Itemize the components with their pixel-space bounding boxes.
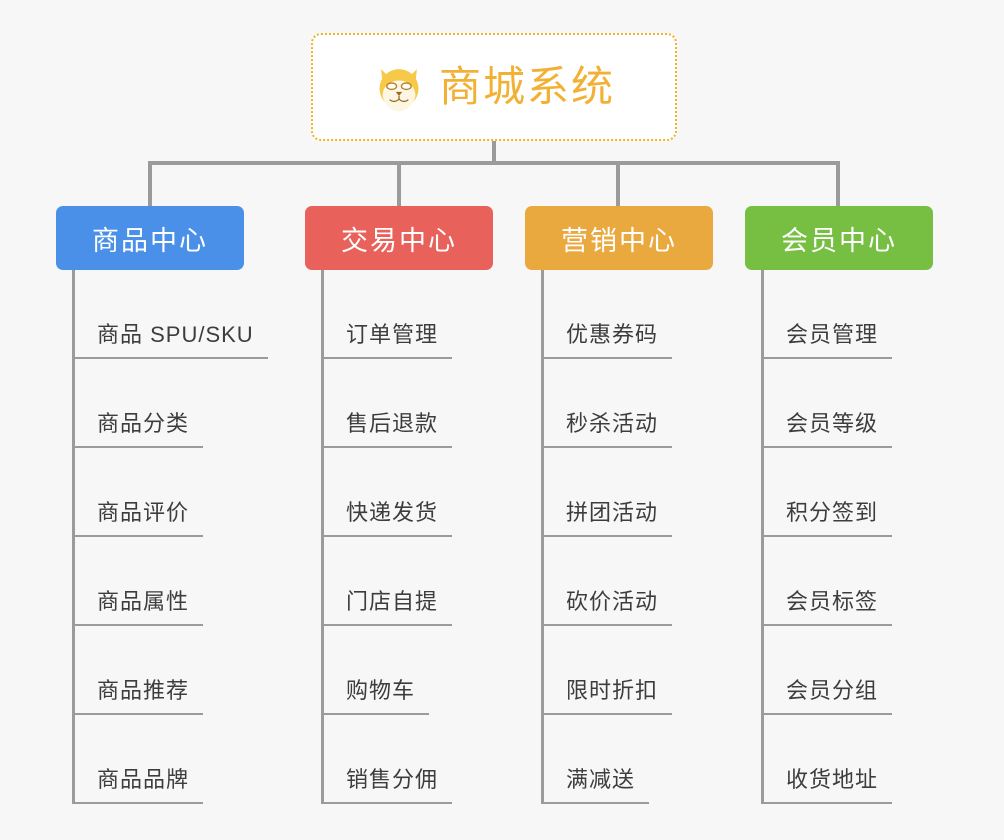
list-item[interactable]: 商品品牌 [72, 715, 244, 804]
list-item-label: 商品属性 [97, 589, 190, 614]
list-item-label: 满减送 [566, 767, 636, 792]
list-item-label: 购物车 [346, 678, 416, 703]
list-item[interactable]: 商品评价 [72, 448, 244, 537]
list-item-label: 商品评价 [97, 500, 190, 525]
list-item-label: 商品品牌 [97, 767, 190, 792]
list-item[interactable]: 商品属性 [72, 537, 244, 626]
category-header-marketing[interactable]: 营销中心 [525, 206, 713, 270]
category-column-product: 商品中心 商品 SPU/SKU 商品分类 商品评价 商品属性 商品推荐 商品品牌 [56, 206, 268, 804]
leaf-list-member: 会员管理 会员等级 积分签到 会员标签 会员分组 收货地址 [761, 270, 933, 804]
list-item-label: 积分签到 [786, 500, 879, 525]
list-item[interactable]: 会员标签 [761, 537, 933, 626]
root-node[interactable]: 商城系统 [311, 33, 677, 141]
list-item-label: 优惠券码 [566, 322, 659, 347]
category-header-label: 会员中心 [781, 225, 897, 256]
column-spine [541, 270, 544, 804]
category-column-member: 会员中心 会员管理 会员等级 积分签到 会员标签 会员分组 收货地址 [745, 206, 933, 804]
list-item[interactable]: 商品 SPU/SKU [72, 270, 268, 359]
list-item-label: 订单管理 [346, 322, 439, 347]
connector-drop-3 [616, 161, 620, 206]
list-item[interactable]: 会员分组 [761, 626, 933, 715]
list-item[interactable]: 拼团活动 [541, 448, 713, 537]
list-item[interactable]: 快递发货 [321, 448, 493, 537]
column-spine [72, 270, 75, 804]
connector-drop-1 [148, 161, 152, 206]
list-item[interactable]: 积分签到 [761, 448, 933, 537]
connector-bus [148, 161, 840, 165]
leaf-list-trade: 订单管理 售后退款 快递发货 门店自提 购物车 销售分佣 [321, 270, 493, 804]
list-item-label: 快递发货 [346, 500, 439, 525]
list-item[interactable]: 商品分类 [72, 359, 244, 448]
list-item[interactable]: 购物车 [321, 626, 493, 715]
category-header-trade[interactable]: 交易中心 [305, 206, 493, 270]
list-item[interactable]: 秒杀活动 [541, 359, 713, 448]
list-item[interactable]: 售后退款 [321, 359, 493, 448]
category-header-label: 交易中心 [341, 225, 457, 256]
connector-drop-4 [836, 161, 840, 206]
connector-root-stem [492, 141, 496, 165]
list-item[interactable]: 会员管理 [761, 270, 933, 359]
list-item-label: 拼团活动 [566, 500, 659, 525]
list-item-label: 限时折扣 [566, 678, 659, 703]
list-item-label: 门店自提 [346, 589, 439, 614]
list-item[interactable]: 商品推荐 [72, 626, 244, 715]
leaf-list-product: 商品 SPU/SKU 商品分类 商品评价 商品属性 商品推荐 商品品牌 [72, 270, 268, 804]
list-item[interactable]: 优惠券码 [541, 270, 713, 359]
category-header-member[interactable]: 会员中心 [745, 206, 933, 270]
category-column-marketing: 营销中心 优惠券码 秒杀活动 拼团活动 砍价活动 限时折扣 满减送 [525, 206, 713, 804]
list-item[interactable]: 门店自提 [321, 537, 493, 626]
list-item[interactable]: 收货地址 [761, 715, 933, 804]
list-item-label: 收货地址 [786, 767, 879, 792]
list-item-label: 销售分佣 [346, 767, 439, 792]
list-item-label: 会员管理 [786, 322, 879, 347]
list-item-label: 商品 SPU/SKU [97, 322, 254, 347]
category-column-trade: 交易中心 订单管理 售后退款 快递发货 门店自提 购物车 销售分佣 [305, 206, 493, 804]
category-header-label: 营销中心 [561, 225, 677, 256]
root-title: 商城系统 [438, 63, 615, 110]
column-spine [761, 270, 764, 804]
list-item[interactable]: 砍价活动 [541, 537, 713, 626]
list-item-label: 会员标签 [786, 589, 879, 614]
list-item[interactable]: 销售分佣 [321, 715, 493, 804]
category-header-label: 商品中心 [92, 225, 208, 256]
list-item[interactable]: 订单管理 [321, 270, 493, 359]
list-item-label: 售后退款 [346, 411, 439, 436]
list-item[interactable]: 限时折扣 [541, 626, 713, 715]
list-item-label: 商品分类 [97, 411, 190, 436]
connector-drop-2 [397, 161, 401, 206]
column-spine [321, 270, 324, 804]
list-item-label: 砍价活动 [566, 589, 659, 614]
list-item-label: 秒杀活动 [566, 411, 659, 436]
shiba-dog-face-icon [373, 61, 425, 113]
list-item[interactable]: 会员等级 [761, 359, 933, 448]
list-item-label: 会员分组 [786, 678, 879, 703]
category-header-product[interactable]: 商品中心 [56, 206, 244, 270]
leaf-list-marketing: 优惠券码 秒杀活动 拼团活动 砍价活动 限时折扣 满减送 [541, 270, 713, 804]
list-item[interactable]: 满减送 [541, 715, 713, 804]
list-item-label: 会员等级 [786, 411, 879, 436]
list-item-label: 商品推荐 [97, 678, 190, 703]
